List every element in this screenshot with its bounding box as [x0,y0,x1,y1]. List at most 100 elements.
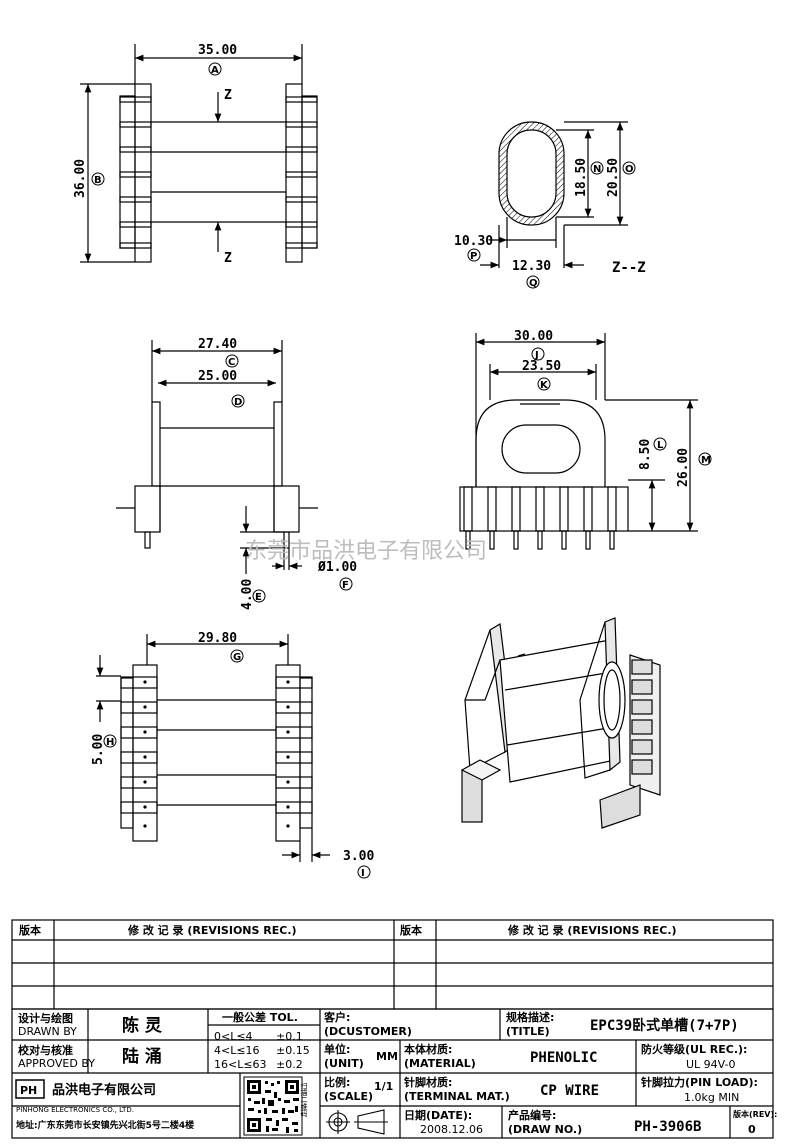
drawn-by-en: DRAWN BY [18,1025,77,1038]
material-value: PHENOLIC [530,1050,597,1066]
tol-value-1: ±0.1 [276,1030,303,1043]
company-logo-box [15,1079,45,1099]
side-view [459,333,698,550]
dim-c-ref: C [228,357,235,368]
dim-k-ref: K [540,380,549,391]
pinload-cn: 针脚拉力(PIN LOAD): [641,1075,758,1089]
dim-p-value: 10.30 [454,234,493,249]
dim-o-value: 20.50 [606,158,621,197]
dim-n-value: 18.50 [574,158,589,197]
drawn-by-cn: 设计与绘图 [18,1011,73,1025]
product-en: (DRAW NO.) [508,1123,582,1136]
isometric-pin-block [629,654,661,796]
dim-l-circle [653,437,667,451]
watermark: 东莞市品洪电子有限公司 [245,539,487,564]
dim-g-value: 29.80 [198,631,237,646]
dim-q-ref: Q [529,278,538,289]
rec-col-left: 修 改 记 录 (REVISIONS REC.) [127,923,297,937]
side-view-pins [463,486,617,550]
rev-value: 0 [748,1123,756,1136]
terminal-en: (TERMINAL MAT.) [404,1090,510,1103]
rev-col-right: 版本 [400,923,422,937]
dim-m-value: 26.00 [676,448,691,487]
title-cn: 规格描述: [506,1010,554,1024]
projection-symbol-icon [326,1109,388,1135]
rev-col-left: 版本 [19,923,41,937]
title-value: EPC39卧式单槽(7+7P) [590,1017,739,1034]
top-view [80,44,318,263]
dim-h-circle [103,734,117,748]
dim-b-value: 36.00 [73,159,88,198]
dim-q-circle [526,275,540,289]
dim-a-circle [208,62,222,76]
unit-cn: 单位: [324,1042,350,1056]
tolerance-title: 一般公差 TOL. [222,1010,298,1024]
scale-value: 1/1 [374,1080,393,1093]
qr-caption: 扫描二维码 [300,1081,308,1118]
flame-cn: 防火等级(UL REC.): [641,1042,747,1056]
title-en: (TITLE) [506,1025,550,1038]
bottom-view-pin-rows [120,676,313,814]
company-name-en: PINHONG ELECTRONICS CO., LTD. [16,1106,134,1114]
dim-f-value: Ø1.00 [317,560,357,575]
dim-b-ref: B [94,175,102,186]
dim-h-value: 5.00 [91,734,106,765]
dim-d-value: 25.00 [198,369,237,384]
dim-k-circle [537,377,551,391]
terminal-cn: 针脚材质: [404,1075,452,1089]
top-view-pins-right [285,96,318,249]
dim-o-ref: O [625,164,634,175]
tol-range-1: 0<L≤4 [214,1030,253,1043]
section-view [480,121,628,269]
section-mark-bottom: Z [224,251,232,266]
dim-d-ref: D [234,397,242,408]
dim-o-circle [622,161,636,175]
isometric-view [460,617,661,829]
dim-g-ref: G [233,652,241,663]
company-logo: PH [20,1084,37,1097]
company-address: 地址:广东东莞市长安镇先兴北街5号二楼4楼 [16,1119,194,1131]
dim-c-circle [225,354,239,368]
drawn-by-name: 陈 灵 [122,1015,163,1036]
section-title: Z--Z [612,260,646,276]
bottom-view [96,634,330,862]
tol-value-3: ±0.2 [276,1058,303,1071]
rec-col-right: 修 改 记 录 (REVISIONS REC.) [507,923,677,937]
dim-k-value: 23.50 [522,359,561,374]
dim-i-ref: I [361,868,365,879]
front-view [116,340,318,574]
customer-cn: 客户: [323,1010,350,1024]
material-en: (MATERIAL) [404,1057,476,1070]
dim-j-ref: J [534,350,539,361]
dim-c-value: 27.40 [198,337,237,352]
approved-by-en: APPROVED BY [18,1057,95,1070]
tol-range-3: 16<L≤63 [214,1058,267,1071]
terminal-value: CP WIRE [540,1083,599,1099]
revisions-table [11,919,774,1010]
dim-p-ref: P [470,251,477,262]
dim-g-circle [230,649,244,663]
dim-b-circle [91,172,105,186]
dim-m-ref: M [701,455,711,466]
dim-j-circle [531,347,545,361]
tol-range-2: 4<L≤16 [214,1044,260,1057]
dim-n-circle [590,161,604,175]
unit-value: MM [376,1050,398,1063]
company-name-cn: 品洪电子有限公司 [52,1082,156,1098]
flame-value: UL 94V-0 [686,1058,736,1071]
product-value: PH-3906B [634,1119,701,1135]
dim-q-value: 12.30 [512,259,551,274]
unit-en: (UNIT) [324,1057,364,1070]
title-block [11,1008,774,1139]
dim-l-value: 8.50 [638,439,653,470]
approved-by-cn: 校对与核准 [18,1043,73,1057]
dim-f-ref: F [342,580,349,591]
dim-d-circle [231,394,245,408]
dim-l-ref: L [657,440,664,451]
qr-code [243,1076,303,1136]
section-mark-top: Z [224,88,232,103]
bottom-view-pin-dots [143,680,290,828]
date-value: 2008.12.06 [420,1123,483,1136]
material-cn: 本体材质: [404,1042,452,1056]
product-cn: 产品编号: [508,1108,556,1122]
